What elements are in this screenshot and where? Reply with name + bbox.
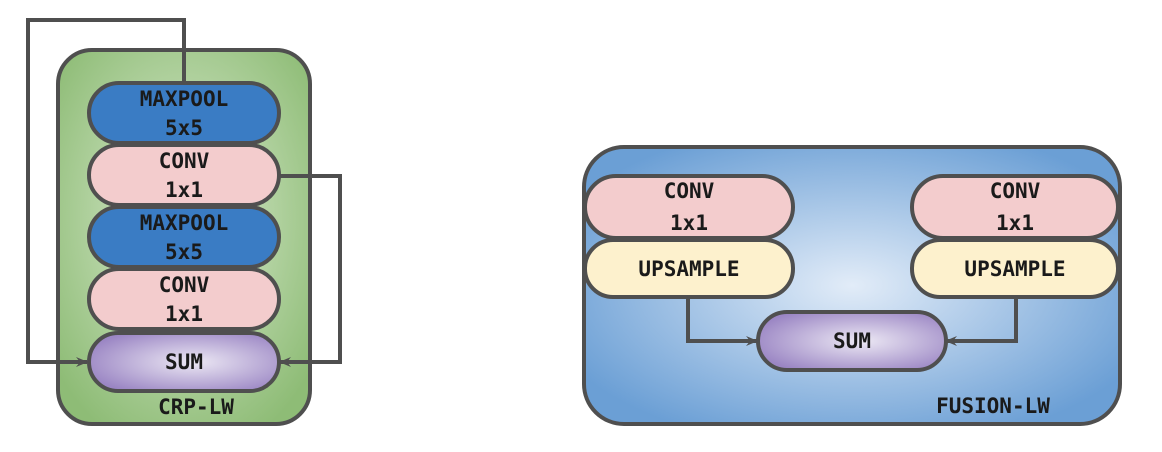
crp-conv-1-label: CONV — [159, 149, 210, 173]
fusion-right-upsample-label: UPSAMPLE — [964, 257, 1065, 281]
crp-conv-1-size: 1x1 — [165, 178, 203, 202]
fusion-right-conv-size: 1x1 — [996, 211, 1034, 235]
crp-maxpool-1: MAXPOOL 5x5 — [87, 81, 281, 145]
fusion-left-upsample: UPSAMPLE — [583, 238, 795, 299]
fusion-right-upsample: UPSAMPLE — [910, 238, 1120, 299]
fusion-right-conv-label: CONV — [990, 179, 1041, 203]
fusion-right-arrow — [945, 297, 1018, 346]
crp-conv-1: CONV 1x1 — [87, 143, 281, 207]
fusion-left-arrow — [686, 297, 758, 346]
crp-maxpool-1-size: 5x5 — [165, 116, 203, 140]
crp-skip-left-line — [26, 18, 186, 367]
crp-conv-2: CONV 1x1 — [87, 267, 281, 331]
crp-sum-label: SUM — [165, 350, 203, 374]
crp-lw-block: MAXPOOL 5x5 CONV 1x1 MAXPOOL 5x5 CONV 1x… — [26, 18, 342, 426]
fusion-left-upsample-label: UPSAMPLE — [638, 257, 739, 281]
crp-skip-right-line — [278, 174, 342, 367]
fusion-left-conv-size: 1x1 — [670, 211, 708, 235]
crp-maxpool-2: MAXPOOL 5x5 — [87, 205, 281, 269]
fusion-sum: SUM — [756, 310, 948, 372]
crp-maxpool-1-label: MAXPOOL — [140, 87, 229, 111]
crp-conv-2-size: 1x1 — [165, 302, 203, 326]
fusion-right-conv: CONV 1x1 — [910, 174, 1120, 240]
fusion-lw-block: CONV 1x1 UPSAMPLE CONV 1x1 UPSAMPLE SUM … — [582, 145, 1122, 426]
crp-conv-2-label: CONV — [159, 273, 210, 297]
fusion-sum-label: SUM — [833, 329, 871, 353]
fusion-left-conv-label: CONV — [664, 179, 715, 203]
crp-sum: SUM — [87, 331, 281, 393]
fusion-left-conv: CONV 1x1 — [583, 174, 795, 240]
fusion-lw-title: FUSION-LW — [936, 394, 1050, 418]
crp-lw-title: CRP-LW — [158, 395, 234, 419]
crp-maxpool-2-label: MAXPOOL — [140, 211, 229, 235]
crp-maxpool-2-size: 5x5 — [165, 240, 203, 264]
